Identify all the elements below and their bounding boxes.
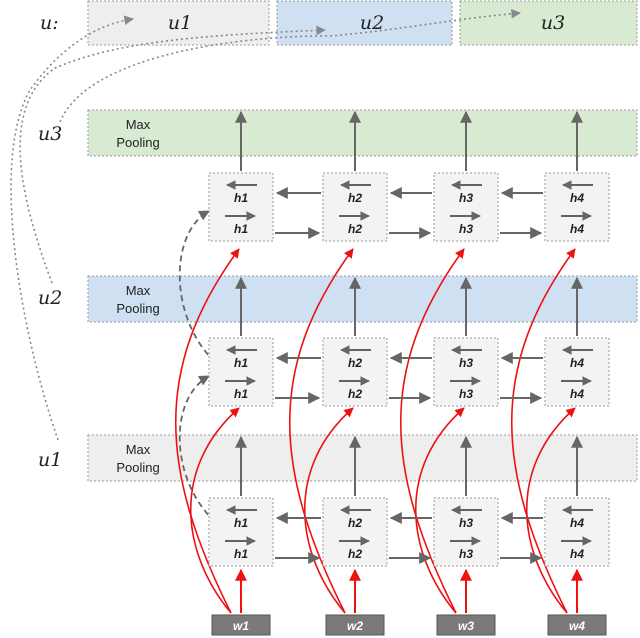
pooling-label-2-line2: Pooling [116, 301, 159, 316]
svg-text:w4: w4 [569, 619, 585, 633]
backward-hidden-label: h2 [348, 356, 362, 370]
forward-hidden-label: h1 [234, 222, 248, 236]
word-inputs: w1 w2 w3 w4 [211, 614, 607, 636]
forward-hidden-label: h3 [459, 387, 473, 401]
backward-hidden-label: h4 [570, 191, 584, 205]
backward-hidden-label: h1 [234, 516, 248, 530]
backward-hidden-label: h2 [348, 191, 362, 205]
red-edge-to-layer2 [525, 407, 576, 614]
pooling-label-3-line1: Max [126, 117, 151, 132]
forward-hidden-label: h4 [570, 387, 584, 401]
bilstm-cell-L3-2: h2 h2 [322, 172, 388, 242]
max-pooling-bar-1 [87, 434, 638, 482]
word-input-w2: w2 [325, 614, 385, 636]
forward-hidden-label: h2 [348, 222, 362, 236]
word-input-w3: w3 [436, 614, 496, 636]
forward-hidden-label: h2 [348, 387, 362, 401]
backward-hidden-label: h1 [234, 191, 248, 205]
bilstm-cell-L3-1: h1 h1 [208, 172, 274, 242]
svg-text:w1: w1 [233, 619, 249, 633]
red-edge-to-layer2 [189, 407, 240, 614]
bilstm-cell-L2-1: h1 h1 [208, 337, 274, 407]
pooling-label-1-line2: Pooling [116, 460, 159, 475]
red-edge-to-layer2 [303, 407, 354, 614]
forward-hidden-label: h4 [570, 222, 584, 236]
forward-hidden-label: h3 [459, 222, 473, 236]
forward-hidden-label: h1 [234, 547, 248, 561]
backward-hidden-label: h1 [234, 356, 248, 370]
max-pooling-bar-3 [87, 109, 638, 157]
pooling-label-3-line2: Pooling [116, 135, 159, 150]
u2-cell [276, 0, 453, 46]
dotted-link-u2 [19, 25, 326, 284]
layer-label-u2: u2 [38, 287, 62, 309]
dashed-link-L1-to-L2 [178, 375, 216, 523]
layer-label-u1: u1 [38, 449, 62, 471]
forward-hidden-label: h1 [234, 387, 248, 401]
u-row-label: u: [40, 12, 59, 34]
layer-label-u3: u3 [38, 123, 62, 145]
backward-hidden-label: h2 [348, 516, 362, 530]
bilstm-cell-L1-2: h2 h2 [322, 497, 388, 567]
dotted-link-u3 [59, 8, 521, 123]
pooling-label-2-line1: Max [126, 283, 151, 298]
forward-hidden-label: h4 [570, 547, 584, 561]
backward-hidden-label: h4 [570, 356, 584, 370]
backward-hidden-label: h3 [459, 356, 473, 370]
backward-hidden-label: h3 [459, 516, 473, 530]
red-edge-to-layer2 [414, 407, 465, 614]
pooling-label-1-line1: Max [126, 442, 151, 457]
word-input-w1: w1 [211, 614, 271, 636]
svg-text:w2: w2 [347, 619, 363, 633]
word-input-w4: w4 [547, 614, 607, 636]
bilstm-cell-L1-3: h3 h3 [433, 497, 499, 567]
red-edge-to-layer3 [175, 248, 240, 614]
forward-hidden-label: h2 [348, 547, 362, 561]
bilstm-cells: h1h1h2h2h3h3h4h4h1h1h2h2h3h3h4h4h1h1h2h2… [208, 110, 610, 567]
bilstm-cell-L2-2: h2 h2 [322, 337, 388, 407]
u1-cell-label: u1 [168, 12, 192, 34]
forward-hidden-label: h3 [459, 547, 473, 561]
dotted-link-u1 [10, 15, 134, 441]
bilstm-cell-L3-3: h3 h3 [433, 172, 499, 242]
dashed-layer-links [178, 210, 216, 523]
bilstm-cell-L3-4: h4 h4 [544, 172, 610, 242]
backward-hidden-label: h3 [459, 191, 473, 205]
u3-cell-label: u3 [541, 12, 565, 34]
bilstm-cell-L1-1: h1 h1 [208, 497, 274, 567]
dashed-link-L2-to-L3 [178, 210, 216, 363]
bilstm-cell-L2-4: h4 h4 [544, 337, 610, 407]
u1-cell [87, 0, 270, 46]
max-pooling-bar-2 [87, 275, 638, 323]
bilstm-cell-L2-3: h3 h3 [433, 337, 499, 407]
u2-cell-label: u2 [360, 12, 384, 34]
u3-cell [459, 0, 638, 46]
backward-hidden-label: h4 [570, 516, 584, 530]
svg-text:w3: w3 [458, 619, 474, 633]
bilstm-cell-L1-4: h4 h4 [544, 497, 610, 567]
